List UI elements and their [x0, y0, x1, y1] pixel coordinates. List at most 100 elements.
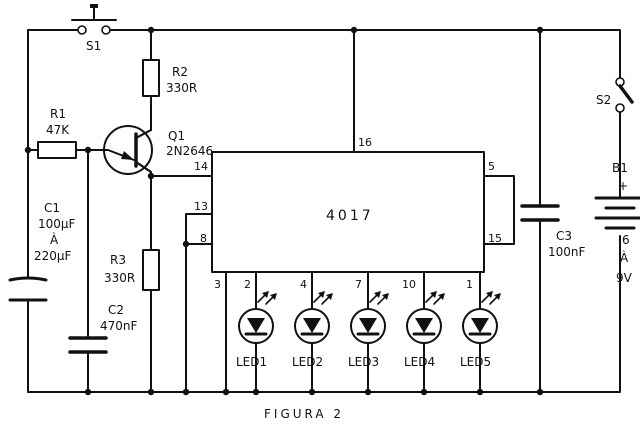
transistor-q1: Q1 2N2646 — [103, 125, 213, 175]
capacitor-c1: C1 100µF À 220µF — [8, 201, 76, 302]
led-diode-triangle — [359, 318, 377, 333]
pin-16-label: 16 — [358, 136, 372, 149]
junction-dot — [84, 388, 92, 396]
junction-dot — [536, 26, 544, 34]
b1-ref: B1 — [612, 161, 628, 175]
led-light-arrowhead-icon — [326, 293, 333, 300]
junction-dot — [24, 146, 32, 154]
r3-ref: R3 — [110, 253, 126, 267]
pin-8-label: 8 — [200, 232, 207, 245]
c3-value: 100nF — [548, 245, 586, 259]
junction-dot — [536, 388, 544, 396]
s2-contact-bottom — [615, 103, 625, 113]
led-light-arrowhead-icon — [382, 293, 389, 300]
junction-dot — [84, 146, 92, 154]
r3-body — [142, 249, 160, 291]
r1-value: 47K — [46, 123, 70, 137]
s1-contact-right — [101, 25, 111, 35]
b1-v2: 9V — [616, 271, 633, 285]
junction-dot — [182, 240, 190, 248]
b1-plus: + — [618, 179, 628, 193]
led-diode-triangle — [415, 318, 433, 333]
led-4: LED4 — [404, 291, 445, 369]
r3-value: 330R — [104, 271, 135, 285]
q1-emitter-arrow — [121, 151, 134, 160]
pin-5-label: 5 — [488, 160, 495, 173]
r1-ref: R1 — [50, 107, 66, 121]
r2-body — [142, 59, 160, 97]
led-label: LED3 — [348, 355, 379, 369]
s1-label: S1 — [86, 39, 101, 53]
led-envelope — [406, 308, 442, 344]
led-envelope — [238, 308, 274, 344]
b1-v1: 6 — [622, 233, 630, 247]
led-light-arrowhead-icon — [318, 291, 325, 298]
figure-caption: FIGURA 2 — [264, 407, 344, 421]
led-light-arrowhead-icon — [438, 293, 445, 300]
pin-4-label: 4 — [300, 278, 307, 291]
junction-dot — [147, 172, 155, 180]
c1-value1: 100µF — [38, 217, 76, 231]
junction-dot — [252, 388, 260, 396]
c2-value: 470nF — [100, 319, 138, 333]
r1-body — [37, 141, 77, 159]
led-diode-triangle — [303, 318, 321, 333]
junction-dot — [420, 388, 428, 396]
c1-plate-top — [8, 276, 48, 282]
s2-lever — [618, 84, 634, 104]
junction-dot — [476, 388, 484, 396]
led-1: LED1 — [236, 291, 277, 369]
q1-ref: Q1 — [168, 129, 185, 143]
q1-b2-lead — [135, 129, 152, 139]
q1-b1-lead — [135, 161, 152, 173]
junction-dot — [182, 388, 190, 396]
s1-knob — [90, 4, 98, 8]
ic-4017: 4017 16 14 13 8 3 5 15 2 4 7 10 1 — [194, 136, 502, 291]
junction-dot — [147, 26, 155, 34]
led-label: LED1 — [236, 355, 267, 369]
capacitor-c3: C3 100nF — [520, 204, 586, 259]
r2-value: 330R — [166, 81, 197, 95]
led-label: LED4 — [404, 355, 435, 369]
led-light-arrowhead-icon — [270, 293, 277, 300]
ic-body — [211, 151, 485, 273]
switch-s1: S1 — [71, 4, 117, 53]
led-diode-triangle — [247, 318, 265, 333]
junction-dot — [350, 26, 358, 34]
c2-ref: C2 — [108, 303, 124, 317]
q1-value: 2N2646 — [166, 144, 213, 158]
led-envelope — [294, 308, 330, 344]
led-label: LED2 — [292, 355, 323, 369]
led-light-arrowhead-icon — [494, 293, 501, 300]
led-label: LED5 — [460, 355, 491, 369]
c1-ref: C1 — [44, 201, 60, 215]
battery-b1: B1 + 6 À 9V — [594, 161, 640, 285]
q1-envelope — [103, 125, 153, 175]
ic-name: 4017 — [326, 208, 374, 224]
capacitor-c2: C2 470nF — [68, 303, 138, 354]
c1-sep: À — [50, 232, 59, 247]
pin-13-label: 13 — [194, 200, 208, 213]
junction-dot — [308, 388, 316, 396]
resistor-r1: R1 47K — [37, 107, 77, 159]
led-5: LED5 — [460, 291, 501, 369]
resistor-r2: R2 330R — [142, 59, 197, 97]
led-2: LED2 — [292, 291, 333, 369]
led-envelope — [350, 308, 386, 344]
junctions — [24, 26, 544, 396]
led-light-arrowhead-icon — [430, 291, 437, 298]
led-light-arrowhead-icon — [374, 291, 381, 298]
led-group: LED1 LED2 LED3 LED4 LED5 — [236, 291, 501, 369]
c3-ref: C3 — [556, 229, 572, 243]
b1-sep: À — [620, 250, 629, 265]
pin-7-label: 7 — [355, 278, 362, 291]
pin-10-label: 10 — [402, 278, 416, 291]
led-light-arrowhead-icon — [486, 291, 493, 298]
pin-1-label: 1 — [466, 278, 473, 291]
s1-contact-left — [77, 25, 87, 35]
led-envelope — [462, 308, 498, 344]
junction-dot — [147, 388, 155, 396]
resistor-r3: R3 330R — [104, 249, 160, 291]
c1-value2: 220µF — [34, 249, 72, 263]
